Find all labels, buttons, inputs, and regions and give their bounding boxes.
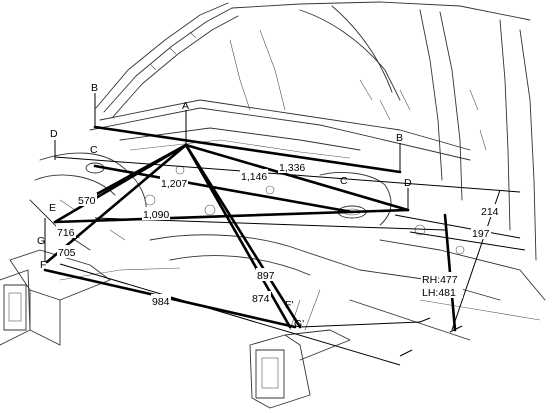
body-sketch: [0, 1, 546, 409]
line-a-g-874: [184, 143, 292, 329]
dim-1090: 1,090: [143, 209, 169, 221]
dim-984: 984: [152, 296, 170, 308]
line-a-g-705: [45, 143, 188, 264]
point-label-c-right: C: [340, 175, 348, 187]
dim-rh: RH:477: [422, 274, 458, 286]
dim-197: 197: [472, 228, 490, 240]
dim-716: 716: [57, 227, 75, 239]
connector-ticks: [399, 317, 463, 357]
point-label-d-right: D: [404, 177, 412, 189]
dim-214: 214: [481, 206, 499, 218]
dim-1146: 1,146: [241, 171, 267, 183]
point-label-b-left: B: [91, 82, 98, 94]
dim-897: 897: [257, 270, 275, 282]
line-a-f-897: [184, 143, 302, 329]
point-label-a: A: [182, 100, 189, 112]
dim-1336: 1,336: [279, 162, 305, 174]
dim-705: 705: [58, 247, 76, 259]
point-label-c-left: C: [90, 144, 98, 156]
line-a-d-1207: [184, 143, 410, 212]
dim-570: 570: [78, 195, 96, 207]
dimension-labels: 1,336 1,146 1,207 570 1,090 716 705 897 …: [56, 160, 500, 308]
dim-874: 874: [252, 293, 270, 305]
point-label-b-right: B: [396, 132, 403, 144]
point-labels: A B B C C D D E F F' G G': [37, 82, 412, 330]
point-label-e: E: [49, 202, 56, 214]
point-label-f-prime: F': [285, 299, 293, 311]
dim-lh: LH:481: [422, 287, 456, 299]
point-label-g-prime: G': [294, 318, 304, 330]
dim-1207: 1,207: [161, 178, 187, 190]
point-label-f: F: [40, 259, 46, 271]
point-label-g: G: [37, 235, 45, 247]
line-b-b-1336: [93, 125, 402, 174]
line-a-e-716: [53, 143, 188, 224]
point-label-d-left: D: [50, 128, 58, 140]
